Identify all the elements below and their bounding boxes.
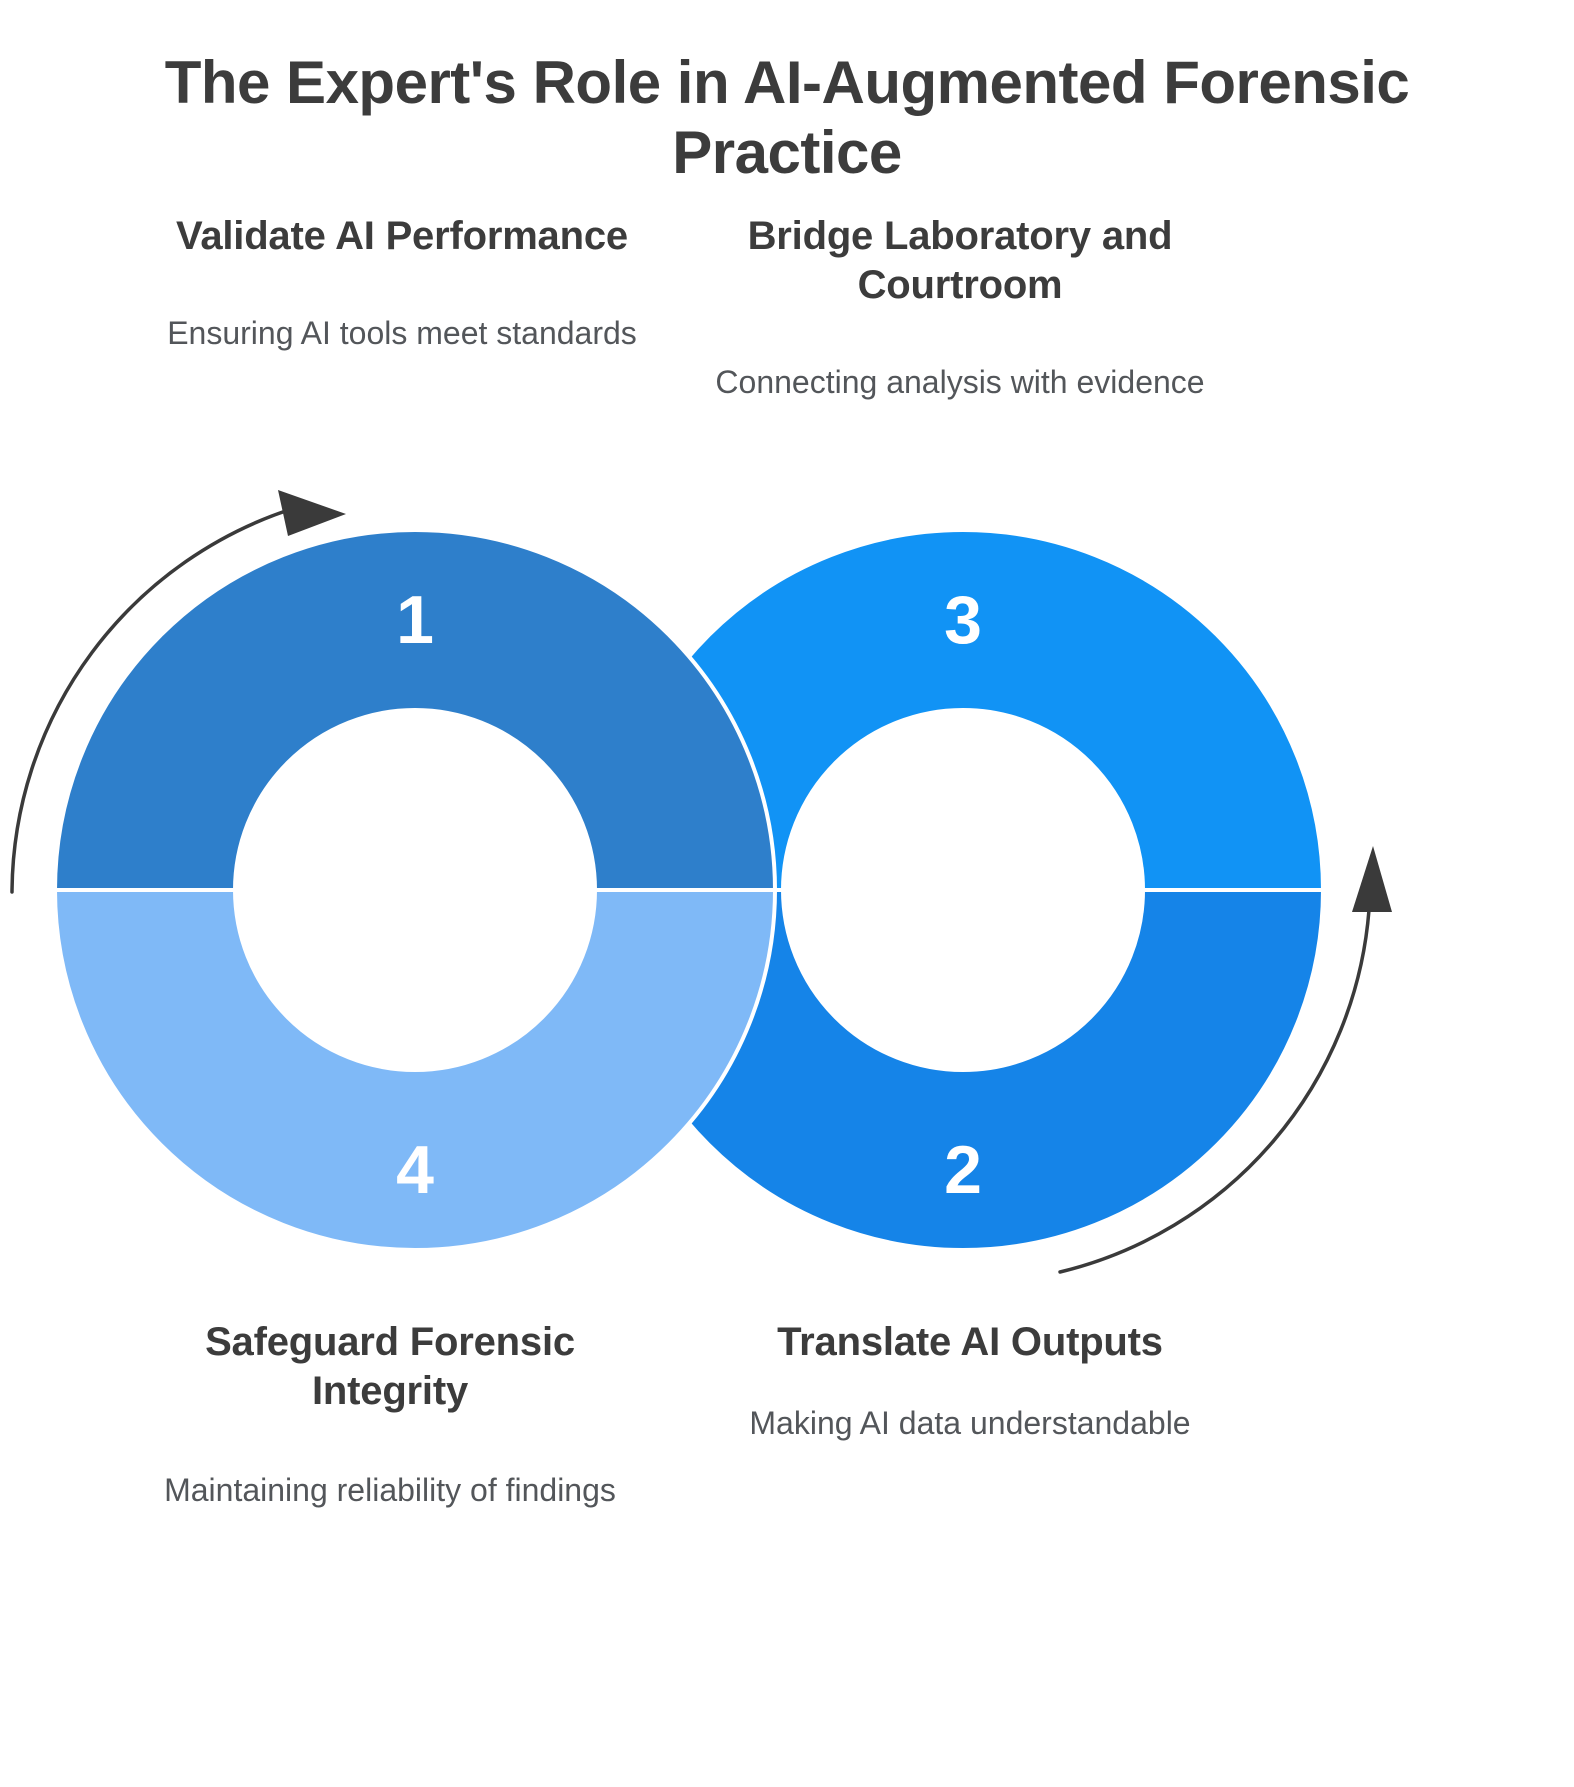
segment-label-2: Translate AI Outputs Making AI data unde… xyxy=(700,1318,1240,1444)
segment-title-4: Safeguard Forensic Integrity xyxy=(205,1320,575,1413)
segment-label-4: Safeguard Forensic Integrity Maintaining… xyxy=(130,1318,650,1511)
right-flow-arrow xyxy=(1058,846,1392,1274)
segment-title-2: Translate AI Outputs xyxy=(777,1320,1163,1364)
segment-description-1: Ensuring AI tools meet standards xyxy=(167,314,637,351)
segment-title-3: Bridge Laboratory and Courtroom xyxy=(747,214,1173,307)
page-title: The Expert's Role in AI-Augmented Forens… xyxy=(164,49,1410,187)
segment-label-3: Bridge Laboratory and Courtroom Connecti… xyxy=(700,212,1220,403)
segment-number-3: 3 xyxy=(944,582,982,658)
segment-title-1: Validate AI Performance xyxy=(176,214,628,258)
segment-number-4: 4 xyxy=(396,1132,434,1208)
segment-description-4: Maintaining reliability of findings xyxy=(164,1471,616,1508)
donut-segment-3[interactable] xyxy=(600,528,1326,892)
segment-label-1: Validate AI Performance Ensuring AI tool… xyxy=(152,212,652,354)
segment-number-1: 1 xyxy=(396,582,434,658)
left-flow-arrow-head xyxy=(278,490,346,536)
segment-description-2: Making AI data understandable xyxy=(749,1404,1191,1441)
donut-segment-1[interactable] xyxy=(52,528,778,892)
right-flow-arrow-head xyxy=(1352,846,1392,912)
segment-description-3: Connecting analysis with evidence xyxy=(715,363,1205,400)
segment-number-2: 2 xyxy=(944,1132,982,1208)
donut-segment-4[interactable] xyxy=(52,888,778,1252)
cycle-diagram: 1 4 3 2 xyxy=(10,490,1392,1274)
left-flow-arrow xyxy=(10,490,346,894)
